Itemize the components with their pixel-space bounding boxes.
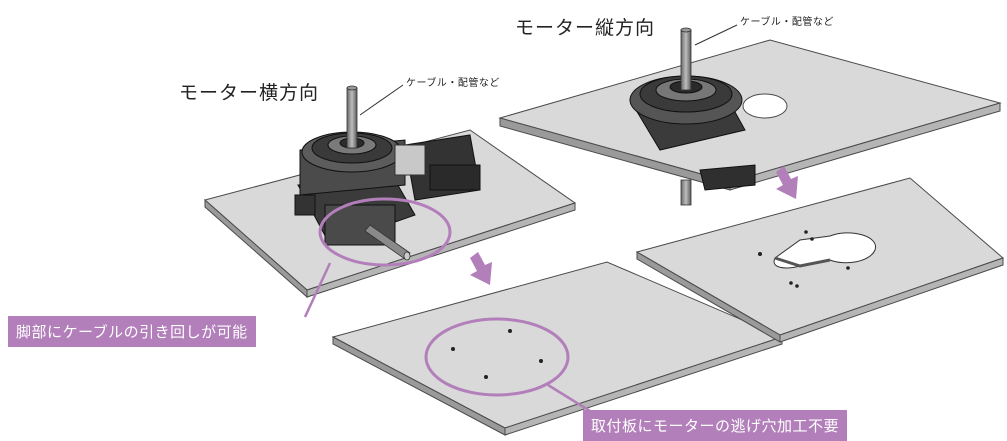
cable-shaft-left-horizontal [364, 224, 411, 261]
plate-right-bottom [635, 177, 1004, 343]
highlight-ring-plate [424, 317, 570, 397]
cable-shaft-left-vertical [346, 85, 358, 149]
callout-connector-right [547, 383, 591, 413]
title-motor-horizontal: モーター横方向 [179, 82, 320, 104]
leader-line-right [694, 24, 738, 46]
callout-leg-cable-routing: 脚部にケーブルの引き回しが可能 [8, 316, 256, 347]
title-motor-vertical: モーター縦方向 [515, 17, 656, 39]
plate-right-top [498, 39, 1002, 191]
down-arrow-right [776, 166, 798, 199]
leader-line-left [359, 84, 404, 116]
cable-shaft-right [680, 27, 692, 206]
plate-left-bottom [331, 261, 784, 436]
motor-vertical-assembly [629, 75, 756, 191]
cable-note-left: ケーブル・配管など [406, 78, 500, 89]
callout-no-relief-hole: 取付板にモーターの逃げ穴加工不要 [583, 410, 848, 441]
cable-note-right: ケーブル・配管など [740, 17, 834, 28]
callout-connector-left [303, 262, 332, 318]
highlight-ring-leg [318, 197, 452, 267]
down-arrow-left [470, 252, 492, 285]
